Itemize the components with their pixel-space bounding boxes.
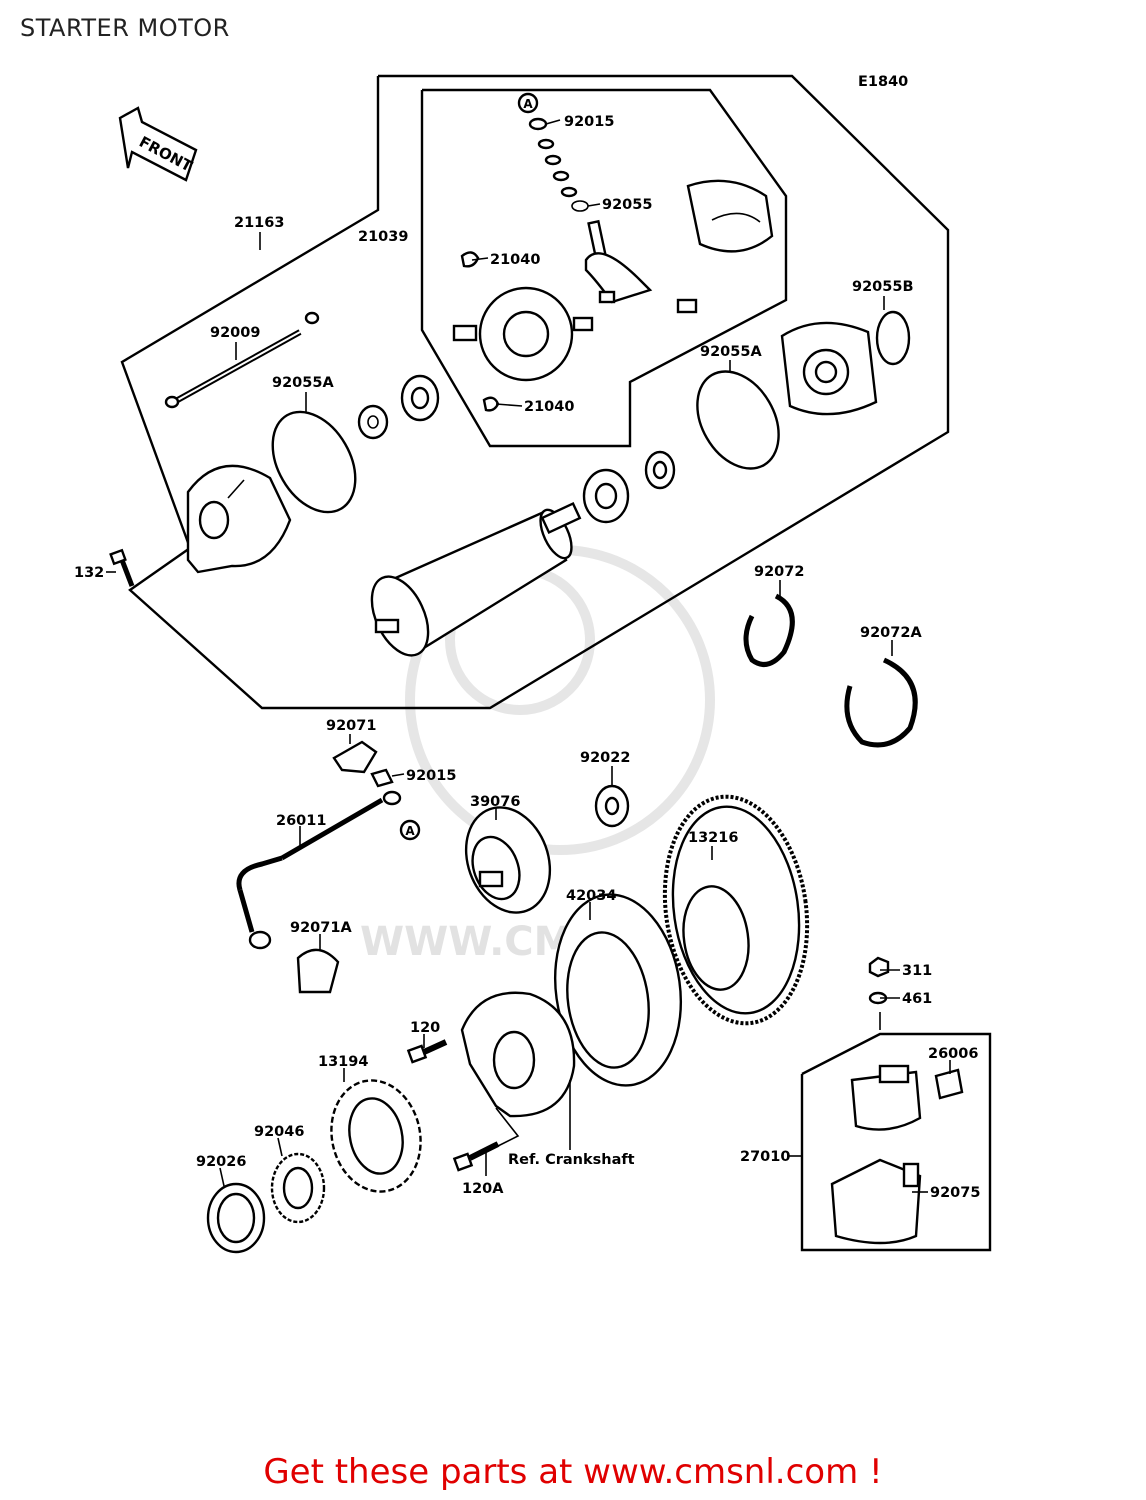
idler-gear-39076 bbox=[464, 806, 552, 914]
ring-gear-13216 bbox=[662, 794, 810, 1026]
leader-lines bbox=[106, 119, 951, 1193]
front-arrow-icon: FRONT bbox=[118, 106, 198, 182]
svg-text:A: A bbox=[405, 824, 415, 838]
label-39076: 39076 bbox=[470, 794, 520, 810]
label-27010: 27010 bbox=[740, 1149, 790, 1165]
label-92075: 92075 bbox=[930, 1185, 980, 1201]
label-92072A: 92072A bbox=[860, 625, 922, 641]
svg-text:A: A bbox=[523, 97, 533, 111]
label-120: 120 bbox=[410, 1020, 440, 1036]
label-92015-bottom: 92015 bbox=[406, 768, 456, 784]
boot-92071 bbox=[332, 740, 378, 774]
o-ring-92055B bbox=[875, 310, 911, 366]
solenoid-body bbox=[830, 1158, 922, 1245]
washer-left bbox=[357, 404, 389, 440]
label-132: 132 bbox=[74, 565, 104, 581]
label-92046: 92046 bbox=[254, 1124, 304, 1140]
label-42034: 42034 bbox=[566, 888, 616, 904]
boot-92071A bbox=[296, 948, 340, 994]
diagram-code: E1840 bbox=[858, 74, 908, 90]
label-92071: 92071 bbox=[326, 718, 376, 734]
circlip-92072A bbox=[844, 657, 918, 748]
bolt-120A bbox=[452, 1141, 500, 1172]
label-21040-bottom: 21040 bbox=[524, 399, 574, 415]
o-ring-92055A-right bbox=[696, 370, 780, 470]
front-end-cover bbox=[780, 321, 878, 416]
cable-26011 bbox=[236, 790, 402, 950]
clip-21040-bottom bbox=[482, 396, 500, 412]
label-26006: 26006 bbox=[928, 1046, 978, 1062]
label-92055A-left: 92055A bbox=[272, 375, 334, 391]
bearing-left bbox=[400, 374, 440, 422]
front-housing bbox=[186, 464, 292, 574]
bearing-right bbox=[582, 468, 630, 524]
spring-stack bbox=[528, 117, 589, 212]
nut-311 bbox=[868, 956, 890, 978]
fuse-26006 bbox=[934, 1068, 964, 1100]
label-92026: 92026 bbox=[196, 1154, 246, 1170]
assembly-frame-21039 bbox=[420, 88, 788, 448]
solenoid-cap bbox=[850, 1064, 922, 1131]
marker-a-bottom: A bbox=[399, 819, 421, 841]
label-ref-crankshaft: Ref. Crankshaft bbox=[508, 1152, 635, 1168]
terminal-bolt bbox=[584, 219, 698, 314]
circlip-92072 bbox=[743, 593, 795, 667]
brush-holder bbox=[452, 286, 594, 382]
label-92055A-right: 92055A bbox=[700, 344, 762, 360]
marker-a-top: A bbox=[517, 92, 539, 114]
page-title: STARTER MOTOR bbox=[20, 14, 230, 42]
label-92015-top: 92015 bbox=[564, 114, 614, 130]
one-way-clutch-13194 bbox=[330, 1079, 422, 1193]
washer-92026 bbox=[206, 1182, 266, 1254]
starter-clutch-hub bbox=[460, 991, 576, 1118]
assembly-frame-21163 bbox=[120, 74, 950, 710]
o-ring-92055A-left bbox=[271, 410, 357, 514]
seal-right bbox=[644, 450, 676, 490]
assembly-frame-27010 bbox=[800, 1032, 992, 1252]
nut-92015-bottom bbox=[370, 768, 394, 788]
needle-bearing-92046 bbox=[270, 1152, 326, 1224]
label-461: 461 bbox=[902, 991, 932, 1007]
label-311: 311 bbox=[902, 963, 932, 979]
label-13194: 13194 bbox=[318, 1054, 368, 1070]
bolt-120 bbox=[406, 1039, 448, 1064]
label-92055: 92055 bbox=[602, 197, 652, 213]
label-92072: 92072 bbox=[754, 564, 804, 580]
armature bbox=[370, 501, 582, 657]
washer-92022 bbox=[594, 784, 630, 828]
watermark-text: WWW.CM bbox=[360, 919, 573, 965]
label-13216: 13216 bbox=[688, 830, 738, 846]
label-21040-top: 21040 bbox=[490, 252, 540, 268]
label-21039: 21039 bbox=[358, 229, 408, 245]
through-bolt bbox=[164, 311, 320, 409]
label-92022: 92022 bbox=[580, 750, 630, 766]
label-26011: 26011 bbox=[276, 813, 326, 829]
bolt-132 bbox=[109, 548, 135, 587]
label-92071A: 92071A bbox=[290, 920, 352, 936]
clip-21040-top bbox=[460, 251, 480, 268]
flywheel-42034 bbox=[553, 893, 683, 1087]
label-92055B: 92055B bbox=[852, 279, 914, 295]
label-21163: 21163 bbox=[234, 215, 284, 231]
label-120A: 120A bbox=[462, 1181, 504, 1197]
cta-link[interactable]: Get these parts at www.cmsnl.com ! bbox=[263, 1452, 883, 1492]
rear-end-cap bbox=[686, 179, 774, 253]
label-92009: 92009 bbox=[210, 325, 260, 341]
